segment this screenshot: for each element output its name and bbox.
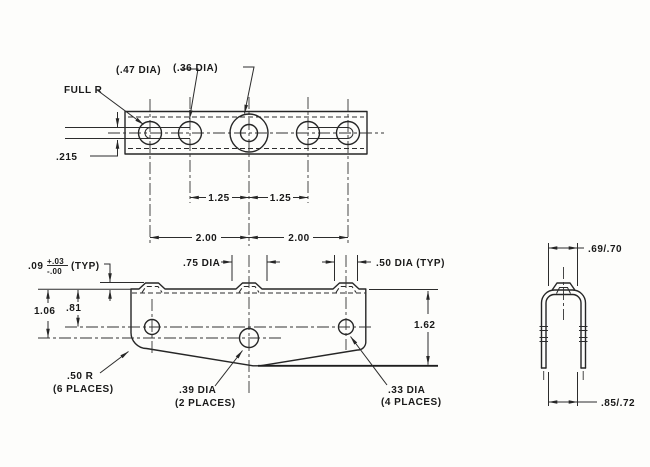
- side-view: .69/.70 .85/.72: [539, 243, 635, 409]
- channel-outer: [540, 289, 587, 369]
- corner-radius-callout: .50 R (6 PLACES): [53, 351, 129, 395]
- leg-hole-hidden-lines: [539, 326, 588, 342]
- dia-47-label: (.47 DIA): [116, 65, 161, 76]
- width-top-value: .69/.70: [588, 244, 622, 255]
- hole-outer-callout: .33 DIA (4 PLACES): [350, 336, 442, 408]
- boss-outer-value: .50 DIA (TYP): [376, 258, 445, 269]
- leader: [99, 351, 129, 374]
- center-boss-circle: [229, 113, 269, 153]
- height-overall-dimension: 1.62: [258, 289, 438, 367]
- emboss-tol-minus: -.00: [47, 267, 62, 276]
- width-bottom-dimension: .85/.72: [548, 372, 635, 409]
- boss-outer-dimension: .50 DIA (TYP): [322, 255, 445, 281]
- slot-circle: [295, 120, 321, 146]
- slot-width-dim: .215: [56, 152, 77, 163]
- slot-circle: [137, 120, 163, 146]
- pitch-dimension-row: 1.25 1.25: [189, 193, 309, 204]
- top-view: FULL R (.47 DIA) (.36 DIA) .215 1.25 1.2…: [56, 63, 384, 246]
- extension-lines: [334, 255, 358, 281]
- extension-lines: [548, 243, 578, 286]
- hole-center-callout: .39 DIA (2 PLACES): [175, 350, 243, 409]
- hole-centerlines: [149, 97, 349, 246]
- front-view: .09 +.03 -.00 (TYP) 1.06 .81 .75 DIA: [28, 255, 445, 409]
- width-bottom-value: .85/.72: [601, 398, 635, 409]
- emboss-value: .09: [28, 261, 43, 272]
- hole-center-places: (2 PLACES): [175, 398, 236, 409]
- bump-hidden-lines: [141, 285, 357, 293]
- height-overall-value: 1.62: [414, 320, 435, 331]
- strip-bend-lines: [128, 116, 364, 150]
- dia-36-label: (.36 DIA): [173, 63, 218, 74]
- height-outer-value: .81: [66, 303, 81, 314]
- slot-circle: [177, 120, 203, 146]
- hole-center-value: .39 DIA: [179, 385, 216, 396]
- span-dim-right: 2.00: [288, 233, 309, 244]
- slot-edges: [65, 127, 348, 139]
- side-bump-inner: [556, 287, 571, 294]
- full-r-leader: [96, 89, 144, 125]
- extension-lines: [548, 372, 578, 406]
- emboss-typ: (TYP): [71, 261, 100, 272]
- pitch-dim-right: 1.25: [270, 193, 291, 204]
- full-r-label: FULL R: [64, 85, 103, 96]
- corner-radius-places: (6 PLACES): [53, 384, 114, 395]
- span-dim-left: 2.00: [196, 233, 217, 244]
- front-vertical-centerlines: [151, 255, 347, 394]
- span-dimension-row: 2.00 2.00: [149, 233, 349, 244]
- height-outer-dimension: .81: [66, 289, 81, 327]
- dia-47-leader: [180, 68, 199, 120]
- bracket-outline: [130, 282, 367, 367]
- pitch-dim-left: 1.25: [208, 193, 229, 204]
- dia-36-leader: [243, 66, 255, 114]
- center-hole-circle: [239, 123, 259, 143]
- slot-width-arrow-bottom: [90, 139, 120, 157]
- width-top-dimension: .69/.70: [548, 243, 622, 286]
- hole-outer-places: (4 PLACES): [381, 397, 442, 408]
- leader: [350, 336, 388, 386]
- leg-centerline-ticks: [543, 371, 584, 380]
- extension-lines: [231, 255, 268, 281]
- emboss-dimension: .09 +.03 -.00 (TYP): [28, 257, 112, 301]
- height-center-value: 1.06: [34, 306, 55, 317]
- slot-circle: [335, 120, 361, 146]
- slot-full-radius-ends: [144, 127, 354, 139]
- emboss-arrow-down: [104, 263, 112, 283]
- leader: [214, 350, 243, 387]
- boss-center-value: .75 DIA: [183, 258, 220, 269]
- boss-center-dimension: .75 DIA: [183, 255, 280, 281]
- height-center-dimension: 1.06: [34, 289, 55, 338]
- hole-outer-value: .33 DIA: [388, 385, 425, 396]
- emboss-tol-plus: +.03: [47, 257, 64, 266]
- corner-radius-value: .50 R: [67, 371, 94, 382]
